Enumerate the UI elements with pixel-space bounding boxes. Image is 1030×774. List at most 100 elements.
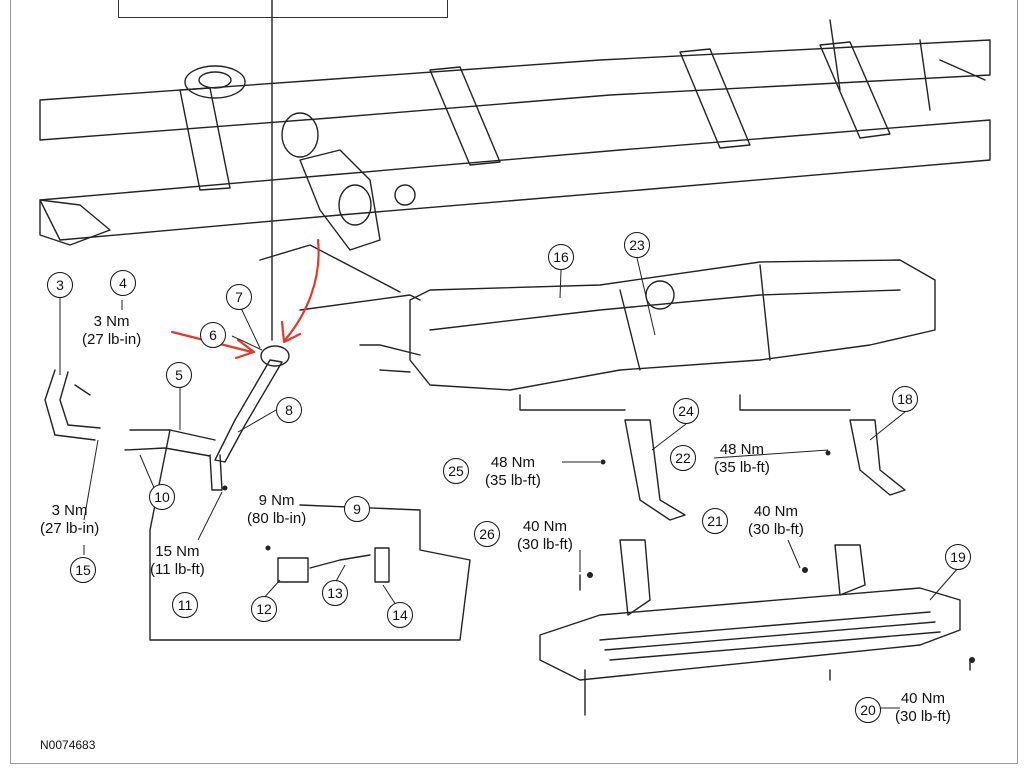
frame-hole-2 xyxy=(338,184,372,226)
filler-hose-3 xyxy=(44,369,101,441)
evap-routing xyxy=(149,429,471,641)
callout-7: 7 xyxy=(226,284,252,310)
leader-c24 xyxy=(651,423,687,451)
evap-valve-14 xyxy=(374,547,390,583)
torque-9-nm: 9 Nm xyxy=(258,492,295,509)
torque-26-imperial: (30 lb-ft) xyxy=(517,536,573,553)
frame-hole-3 xyxy=(394,184,416,206)
torque-22-nm: 48 Nm xyxy=(719,441,765,458)
red-arrow-curve xyxy=(280,238,320,344)
torque-22: 48 Nm (35 lb-ft) xyxy=(714,441,770,477)
callout-23: 23 xyxy=(624,232,650,258)
leader-c16 xyxy=(559,269,562,299)
fastener-dot-1 xyxy=(600,459,606,465)
tank-line-left xyxy=(359,344,421,356)
leader-c6 xyxy=(231,335,263,351)
callout-16: 16 xyxy=(548,244,574,270)
callout-21: 21 xyxy=(702,508,728,534)
torque-20-nm: 40 Nm xyxy=(900,690,946,707)
torque-25-nm: 48 Nm xyxy=(490,454,536,471)
torque-4-nm: 3 Nm xyxy=(93,313,130,330)
callout-22: 22 xyxy=(670,445,696,471)
fuel-tank xyxy=(409,259,936,391)
callout-24: 24 xyxy=(673,398,699,424)
torque-20-imperial: (30 lb-ft) xyxy=(895,708,951,725)
frame-right-rail xyxy=(39,119,991,241)
figure-code: N0074683 xyxy=(40,738,96,752)
torque-21-nm: 40 Nm xyxy=(753,503,799,520)
torque-9-imperial: (80 lb-in) xyxy=(247,510,307,527)
callout-6: 6 xyxy=(200,322,226,348)
fastener-dot-4 xyxy=(802,567,808,573)
torque-15-imperial: (27 lb-in) xyxy=(40,520,100,537)
leader-c11 xyxy=(197,491,223,541)
skid-mount-right xyxy=(834,544,866,596)
frame-crossmember-1 xyxy=(179,87,231,191)
bracket-11 xyxy=(209,454,223,491)
frame-bracket-front xyxy=(39,199,111,246)
torque-11-imperial: (11 lb-ft) xyxy=(150,561,205,578)
spring-seat-left-inner xyxy=(198,71,232,89)
leader-c15b xyxy=(83,439,99,521)
callout-26: 26 xyxy=(474,521,500,547)
diagram-frame xyxy=(10,0,1018,764)
frame-hole-1 xyxy=(281,112,319,158)
callout-9: 9 xyxy=(344,496,370,522)
callout-10: 10 xyxy=(149,484,175,510)
skid-mount-left xyxy=(619,539,651,616)
torque-4-imperial: (27 lb-in) xyxy=(82,331,142,348)
skid-plate-19 xyxy=(539,587,961,681)
leader-c19 xyxy=(929,567,959,601)
frame-crossmember-2 xyxy=(429,66,501,166)
torque-9: 9 Nm (80 lb-in) xyxy=(247,492,306,528)
tank-strap-24 xyxy=(624,419,686,521)
fastener-dot-7 xyxy=(222,485,228,491)
skid-bolts xyxy=(579,574,971,716)
callout-18: 18 xyxy=(892,386,918,412)
leader-c21 xyxy=(787,539,801,569)
torque-20: 40 Nm (30 lb-ft) xyxy=(895,690,951,726)
torque-21-imperial: (30 lb-ft) xyxy=(748,521,804,538)
hose-clamp-4 xyxy=(74,384,91,396)
tank-strap-18 xyxy=(849,419,906,496)
callout-3: 3 xyxy=(47,272,73,298)
spring-seat-left xyxy=(184,65,246,99)
callout-8: 8 xyxy=(276,397,302,423)
leader-c10 xyxy=(139,454,156,491)
leader-c18 xyxy=(869,411,906,441)
torque-11-nm: 15 Nm xyxy=(155,543,200,560)
callout-11: 11 xyxy=(172,592,198,618)
frame-crossmember-4 xyxy=(819,41,891,139)
callout-19: 19 xyxy=(945,544,971,570)
top-detail-box xyxy=(118,0,448,18)
evap-canister-12 xyxy=(277,557,309,583)
strap-leader-lines xyxy=(519,394,851,411)
torque-25-imperial: (35 lb-ft) xyxy=(485,472,541,489)
frame-bracket-shock xyxy=(299,149,381,251)
tank-lines-upper xyxy=(259,244,421,311)
torque-11: 15 Nm (11 lb-ft) xyxy=(150,543,205,579)
callout-25: 25 xyxy=(443,458,469,484)
torque-15: 3 Nm (27 lb-in) xyxy=(40,502,99,538)
fastener-dot-5 xyxy=(969,657,975,663)
fastener-dot-2 xyxy=(825,450,831,456)
filler-pipe xyxy=(214,359,283,463)
vent-hose-5 xyxy=(124,429,216,457)
leader-c22 xyxy=(713,449,829,459)
callout-13: 13 xyxy=(322,580,348,606)
fastener-dot-6 xyxy=(265,545,271,551)
torque-22-imperial: (35 lb-ft) xyxy=(714,459,770,476)
callout-14: 14 xyxy=(387,602,413,628)
torque-21: 40 Nm (30 lb-ft) xyxy=(748,503,804,539)
fastener-dot-3 xyxy=(587,572,593,578)
torque-26: 40 Nm (30 lb-ft) xyxy=(517,518,573,554)
leader-c8 xyxy=(237,409,277,433)
filler-neck-cap xyxy=(260,345,290,367)
fuel-tank-detail xyxy=(429,264,901,371)
torque-15-nm: 3 Nm xyxy=(51,502,88,519)
evap-line-13 xyxy=(309,554,371,569)
callout-5: 5 xyxy=(166,362,192,388)
frame-crossmember-3 xyxy=(679,48,751,149)
